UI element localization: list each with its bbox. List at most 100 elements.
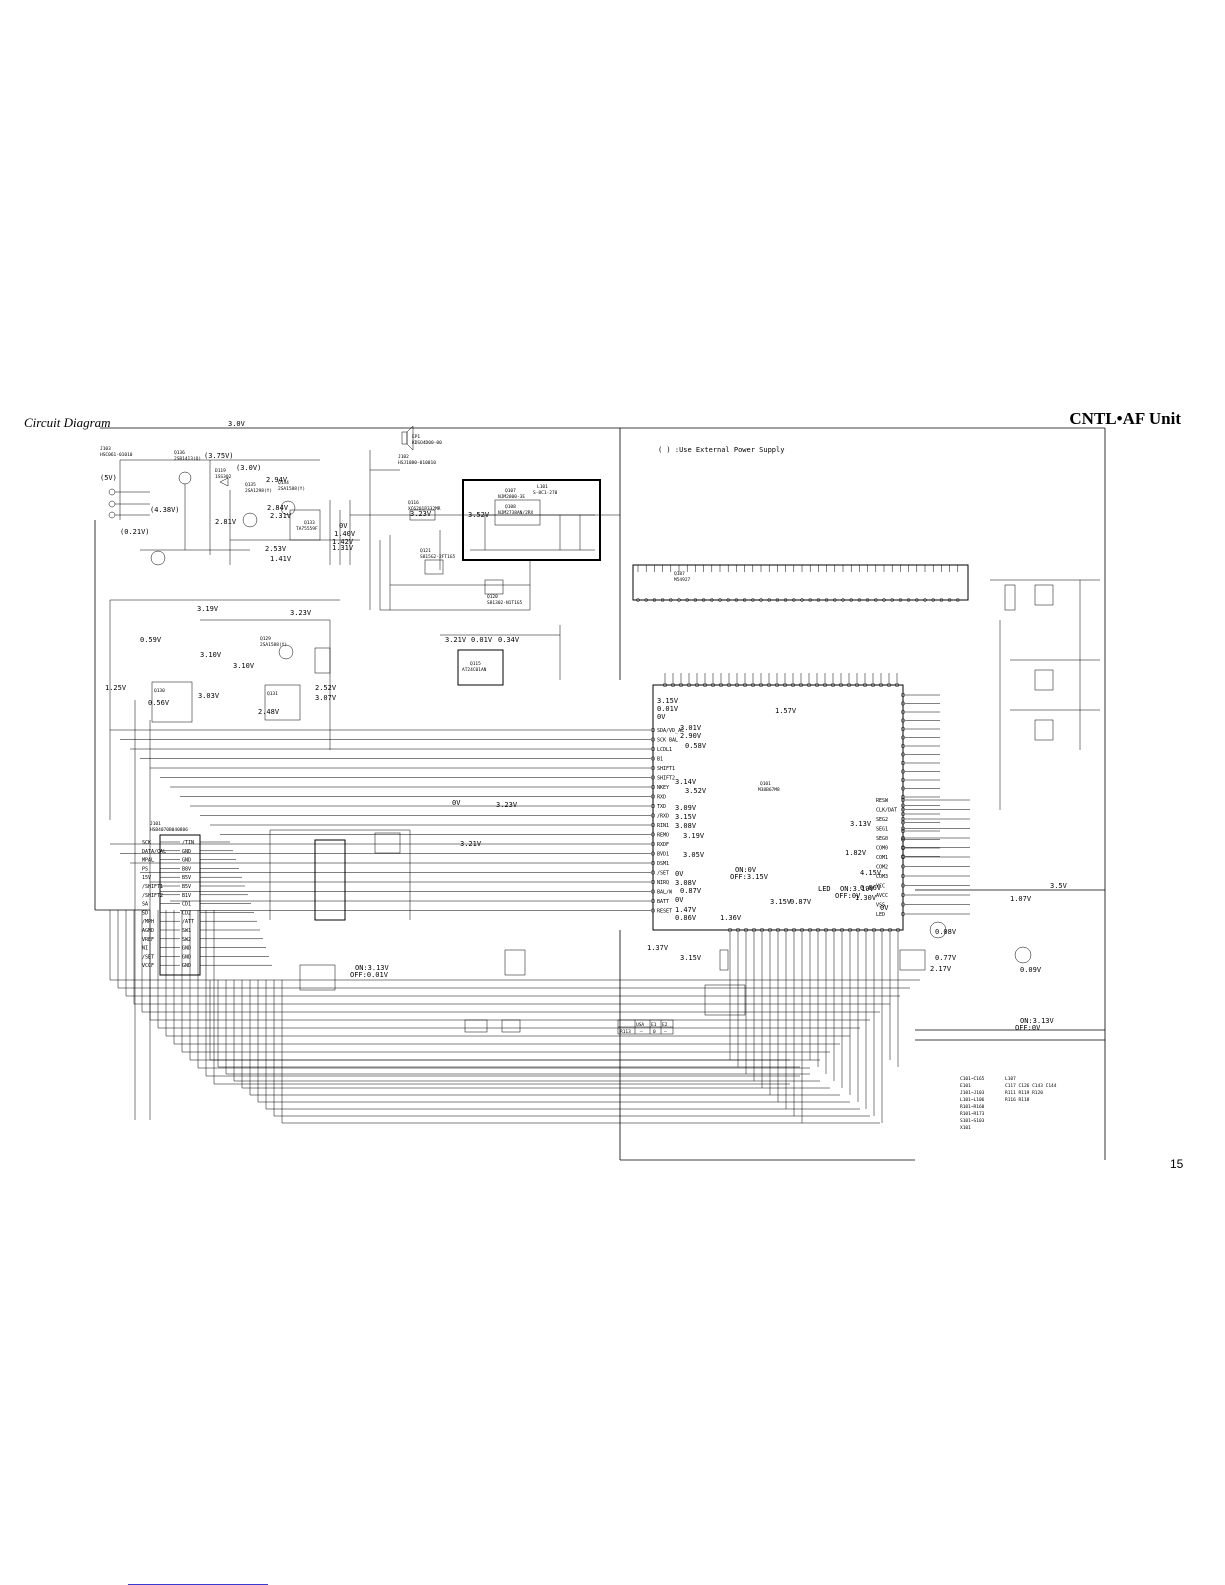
connector-pin-label: SD (142, 910, 148, 916)
svg-text:OFF:0V: OFF:0V (1015, 1024, 1041, 1032)
svg-text:3.21V: 3.21V (460, 840, 482, 848)
svg-text:1.36V: 1.36V (720, 914, 742, 922)
svg-text:2SA1298(Y): 2SA1298(Y) (245, 488, 272, 494)
parts-list-ref: R101~R160 (960, 1104, 985, 1110)
mcu-pin-label: SEG2 (876, 817, 888, 823)
svg-text:3.23V: 3.23V (410, 510, 432, 518)
connector-pin-label: /MPH (142, 919, 154, 925)
svg-text:S81302-N1T1G5: S81302-N1T1G5 (487, 600, 523, 606)
connector-pin-label: B8V (182, 866, 191, 872)
parts-list-ref: C101~C165 (960, 1076, 985, 1082)
svg-text:OFF:0.01V: OFF:0.01V (350, 971, 389, 979)
jack-label: J103 (100, 446, 111, 452)
svg-text:TA75559F: TA75559F (296, 526, 318, 532)
connector-pin-label: /SET (142, 954, 154, 960)
svg-text:3.07V: 3.07V (315, 694, 337, 702)
svg-text:2SA1588(Y): 2SA1588(Y) (260, 642, 287, 648)
parts-list-ref: X101 (960, 1125, 971, 1131)
svg-text:3.01V: 3.01V (680, 724, 702, 732)
svg-text:Q101: Q101 (760, 781, 771, 787)
svg-text:HSB4070B040806: HSB4070B040806 (150, 827, 188, 833)
bus-wires (109, 910, 920, 1161)
svg-text:M38B67M8: M38B67M8 (758, 787, 780, 793)
svg-text:0.01V: 0.01V (657, 705, 679, 713)
connector-pin-label: VREF (142, 937, 154, 943)
svg-text:Q120: Q120 (487, 594, 498, 600)
mcu-right-pin-labels: RESWCLK/DATSEG2SEG1SEG0COM0COM1COM2COM3V… (876, 798, 897, 918)
mcu-pin-label: SCK BAL (657, 738, 678, 744)
svg-text:Q129: Q129 (260, 636, 271, 642)
right-top-switches (990, 579, 1100, 810)
svg-text:0.09V: 0.09V (1020, 966, 1042, 974)
mcu-pin-label: DSM1 (657, 861, 669, 867)
svg-text:1.82V: 1.82V (845, 849, 867, 857)
power-input-section: J103 HSC061-01010 Q136 2SB1413(Q) D119 1… (100, 446, 360, 566)
regulator-box: Q107 NJM2800-3E Q108 NJM2738AN/2RX L101 … (462, 479, 601, 561)
svg-text:Q116: Q116 (408, 500, 419, 506)
connector-pin-label: /SHIFT2 (142, 893, 163, 899)
svg-text:KDSO4D00-00: KDSO4D00-00 (412, 440, 442, 446)
svg-text:2.31V: 2.31V (270, 512, 292, 520)
svg-text:0V: 0V (657, 713, 666, 721)
svg-text:3.05V: 3.05V (683, 851, 705, 859)
svg-text:0V: 0V (675, 896, 684, 904)
svg-text:3.08V: 3.08V (675, 822, 697, 830)
connector-pin-label: SW1 (182, 928, 191, 934)
connector-pin-label: SA (142, 902, 148, 908)
mcu-pin-label: SHIFT2 (657, 776, 675, 782)
svg-text:2.84V: 2.84V (267, 504, 289, 512)
mcu-pin-label: /SET (657, 871, 669, 877)
connector-pin-label: B5V (182, 884, 191, 890)
connector-pin-label: GND (182, 954, 191, 960)
svg-text:NJM2738AN/2RX: NJM2738AN/2RX (498, 510, 534, 516)
connector-pin-label: SW2 (182, 937, 191, 943)
mcu-pin-label: BATT (657, 899, 669, 905)
mcu-pin-label: RIN1 (657, 823, 669, 829)
mcu-pin-label: SDA/VD_AL (657, 728, 684, 734)
external-power-note: ( ) :Use External Power Supply (658, 446, 784, 454)
connector-pin-label: GND (182, 946, 191, 952)
parts-list-ref: R101~R173 (960, 1111, 985, 1117)
mcu-pin-label: VCC (876, 884, 885, 890)
svg-text:2SB1413(Q): 2SB1413(Q) (174, 456, 201, 462)
svg-text:ON:3.13V: ON:3.13V (355, 964, 390, 972)
svg-text:E1: E1 (651, 1022, 657, 1028)
svg-text:2.48V: 2.48V (258, 708, 280, 716)
svg-text:3.19V: 3.19V (683, 832, 705, 840)
mcu-pin-label: RXDF (657, 842, 669, 848)
svg-text:2.52V: 2.52V (315, 684, 337, 692)
svg-text:0V: 0V (675, 870, 684, 878)
svg-text:Q133: Q133 (304, 520, 315, 526)
mcu-pin-label: CLK/DAT (876, 808, 897, 814)
svg-text:4.15V: 4.15V (860, 869, 882, 877)
jack-part: HSC061-01010 (100, 452, 133, 458)
svg-text:2.53V: 2.53V (265, 545, 287, 553)
svg-text:1SS302: 1SS302 (215, 474, 232, 480)
svg-text:3.08V: 3.08V (675, 879, 697, 887)
svg-text:OFF:0V: OFF:0V (835, 892, 861, 900)
mcu-pin-label: B1 (657, 757, 663, 763)
svg-text:3.15V: 3.15V (770, 898, 792, 906)
svg-text:3.52V: 3.52V (685, 787, 707, 795)
mcu-pin-label: RESW (876, 798, 889, 804)
mcu-pin-label: SEG0 (876, 836, 888, 842)
mcu-pin-label: /RXD (657, 814, 669, 820)
svg-text:0.86V: 0.86V (675, 914, 697, 922)
svg-text:1.57V: 1.57V (775, 707, 797, 715)
svg-text:EP1: EP1 (412, 434, 420, 440)
svg-text:Q131: Q131 (267, 691, 278, 697)
audio-ic: Q115 AT24C01AN 3.21V 0.01V 0.34V (440, 625, 561, 686)
connector-pin-label: SCK (142, 840, 151, 846)
svg-text:3.15V: 3.15V (675, 813, 697, 821)
svg-text:E2: E2 (662, 1022, 668, 1028)
mcu-pin-label: COM1 (876, 855, 888, 861)
svg-text:ON:3.13V: ON:3.13V (1020, 1017, 1055, 1025)
parts-list-ref: R116 R118 (1005, 1097, 1030, 1103)
connector-pin-label: /TIN (182, 840, 194, 846)
svg-text:3.19V: 3.19V (197, 605, 219, 613)
page-section-title: Circuit Diagram (24, 415, 111, 430)
mcu-pin-label: COM3 (876, 874, 888, 880)
svg-text:R113: R113 (620, 1029, 631, 1035)
svg-text:1.31V: 1.31V (332, 544, 354, 552)
svg-text:NJM2800-3E: NJM2800-3E (498, 494, 525, 500)
